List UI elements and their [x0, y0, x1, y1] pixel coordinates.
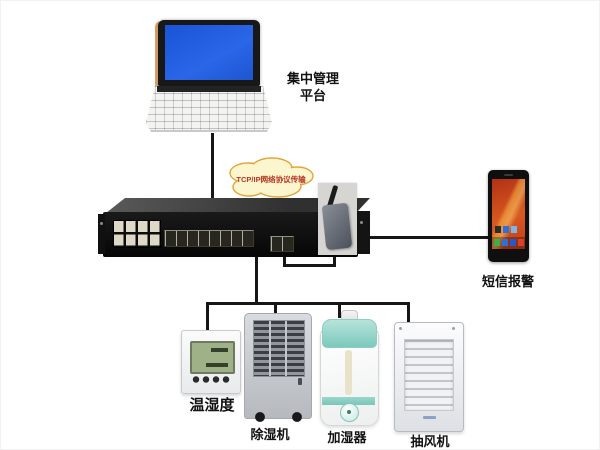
switch-uplink-ports — [270, 236, 294, 252]
fan-louver — [404, 339, 454, 411]
laptop-icon — [158, 20, 260, 86]
label-sms-alarm: 短信报警 — [481, 274, 534, 289]
switch-top-panel — [106, 198, 370, 213]
modem-body — [321, 202, 353, 251]
gsm-antenna-modem-icon — [318, 183, 357, 255]
laptop-keyboard — [146, 86, 272, 132]
phone-dock — [492, 237, 525, 249]
connector-drop-fan — [407, 302, 410, 325]
connector-drop-sensor — [206, 302, 209, 332]
sensor-buttons — [191, 376, 231, 383]
exhaust-fan-icon — [394, 322, 464, 432]
phone-app-icons — [495, 226, 523, 233]
humidifier-icon — [320, 310, 379, 426]
connector-switch-devices — [255, 257, 258, 305]
connector-drop-humidifier — [338, 302, 341, 318]
switch-mount-ear-right — [355, 211, 370, 254]
humidifier-water-window — [345, 350, 352, 395]
sensor-lcd-display — [190, 341, 235, 374]
dehumidifier-grille — [253, 320, 305, 377]
label-management-platform: 集中管理 平台 — [281, 70, 345, 104]
switch-mount-ear-left — [98, 214, 105, 254]
connector-drop-dehumidifier — [274, 302, 277, 315]
connector-modem-phone — [355, 236, 488, 239]
connector-switch-modem-v2 — [333, 252, 336, 267]
phone-screen — [492, 179, 525, 249]
connector-switch-modem-h — [283, 264, 336, 267]
humidifier-knob — [340, 403, 359, 422]
thermo-hygrometer-icon — [181, 330, 241, 394]
connector-switch-modem-v1 — [283, 248, 286, 267]
connector-distribution-bus — [206, 302, 410, 305]
dehumidifier-icon — [244, 313, 312, 423]
humidifier-cap — [322, 319, 377, 348]
dehumidifier-wheels — [245, 412, 311, 423]
smartphone-icon — [488, 170, 529, 262]
label-management-platform-line1: 集中管理 — [286, 71, 339, 86]
laptop-screen — [165, 25, 253, 80]
label-management-platform-line2: 平台 — [299, 88, 326, 103]
label-exhaust-fan: 抽风机 — [410, 434, 450, 449]
humidifier-accent-band — [322, 397, 375, 405]
phone-dock-icons — [494, 239, 524, 246]
label-temp-humidity: 温湿度 — [189, 397, 235, 414]
switch-port-row-8 — [164, 230, 254, 247]
rackmount-switch-icon — [98, 196, 372, 260]
network-cloud-icon: TCP/IP网络协议传输 — [219, 155, 323, 203]
cloud-protocol-label: TCP/IP网络协议传输 — [236, 174, 306, 184]
connector-laptop-switch — [211, 133, 214, 198]
label-dehumidifier: 除湿机 — [250, 427, 290, 442]
switch-port-block-8 — [113, 220, 161, 248]
label-humidifier: 加湿器 — [327, 430, 367, 445]
